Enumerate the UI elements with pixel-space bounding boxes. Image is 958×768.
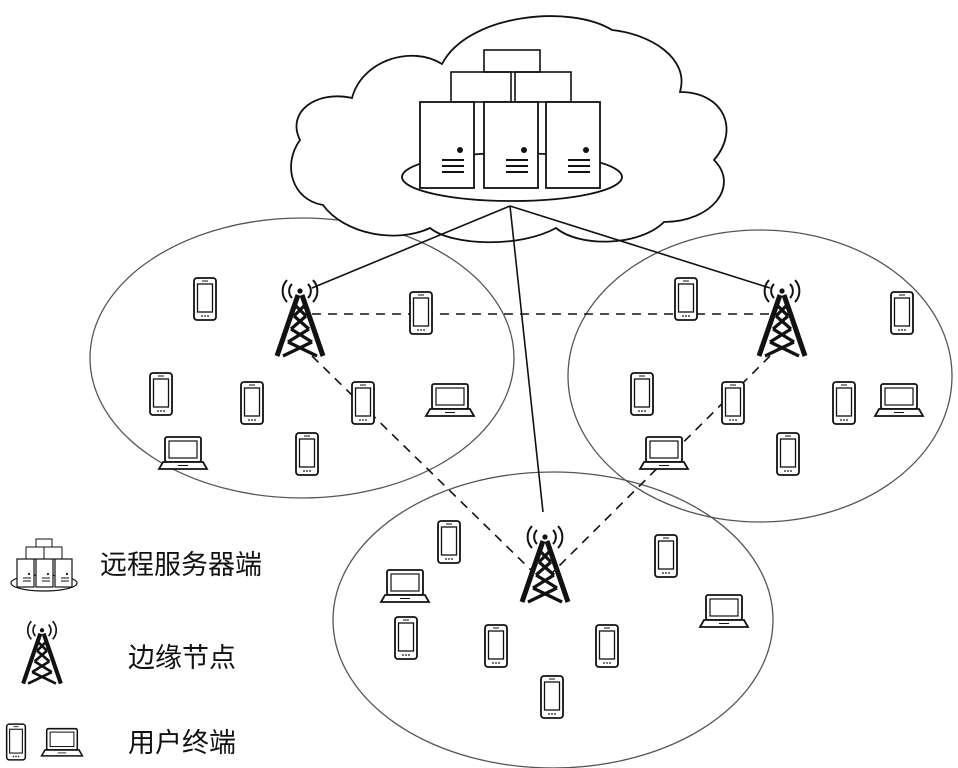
server-icon — [483, 101, 539, 189]
smartphone-icon — [832, 381, 856, 425]
legend-phone-icon — [5, 723, 27, 761]
laptop-icon — [699, 594, 749, 628]
coverage-area-left — [89, 217, 515, 499]
legend-laptop-icon — [40, 727, 84, 757]
legend-edge-label: 边缘节点 — [128, 643, 236, 674]
smartphone-icon — [776, 432, 800, 476]
smartphone-icon — [351, 381, 375, 425]
coverage-area-bottom — [332, 471, 774, 768]
smartphone-icon — [595, 624, 619, 668]
server-icon — [419, 101, 475, 189]
legend-terminal-label: 用户终端 — [128, 728, 236, 759]
coverage-area-right — [567, 229, 953, 523]
smartphone-icon — [484, 624, 508, 668]
laptop-icon — [158, 436, 208, 470]
cell-tower-icon — [759, 280, 805, 356]
cell-tower-icon — [277, 280, 323, 356]
smartphone-icon — [295, 432, 319, 476]
smartphone-icon — [149, 372, 173, 416]
legend-server-label: 远程服务器端 — [100, 550, 262, 581]
smartphone-icon — [240, 381, 264, 425]
smartphone-icon — [674, 277, 698, 321]
smartphone-icon — [630, 372, 654, 416]
server-connectors — [450, 49, 572, 103]
legend-server-icon — [10, 538, 78, 592]
smartphone-icon — [409, 291, 433, 335]
smartphone-icon — [721, 381, 745, 425]
smartphone-icon — [193, 277, 217, 321]
server-to-edge-links — [311, 205, 771, 513]
smartphone-icon — [394, 616, 418, 660]
smartphone-icon — [654, 534, 678, 578]
smartphone-icon — [540, 675, 564, 719]
laptop-icon — [425, 383, 475, 417]
server-icon — [545, 101, 601, 189]
laptop-icon — [380, 569, 430, 603]
smartphone-icon — [437, 520, 461, 564]
smartphone-icon — [890, 291, 914, 335]
laptop-icon — [874, 383, 924, 417]
laptop-icon — [639, 436, 689, 470]
edge-to-edge-links — [311, 313, 771, 573]
legend-tower-icon — [23, 621, 61, 683]
legend: 远程服务器端 边缘节点 用户终端 — [5, 538, 262, 761]
